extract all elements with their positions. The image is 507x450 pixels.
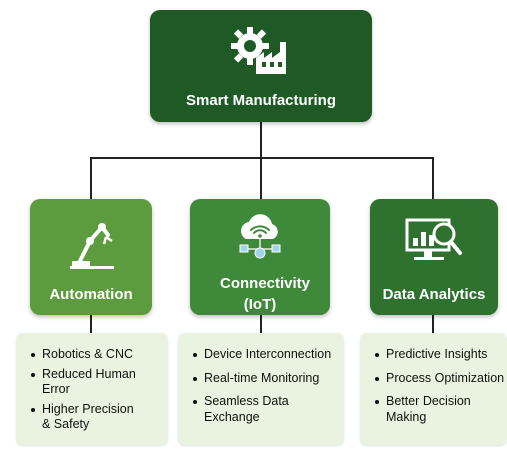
root-node: Smart Manufacturing	[150, 10, 372, 122]
list-item: Seamless Data Exchange	[193, 394, 304, 425]
root-title: Smart Manufacturing	[185, 92, 336, 109]
connectivity-title: Connectivity (IoT)	[190, 273, 330, 315]
connector-connectivity-list	[260, 315, 262, 333]
list-item: Reduced Human Error	[31, 367, 142, 398]
connector-automation-list	[90, 315, 92, 333]
connectivity-title-text: Connectivity (IoT)	[220, 275, 311, 313]
connector-automation	[90, 157, 92, 199]
analytics-card: Data Analytics	[370, 199, 498, 315]
connector-analytics-list	[432, 315, 434, 333]
list-item: Device Interconnection	[193, 347, 344, 363]
list-item: Real-time Monitoring	[193, 371, 344, 387]
automation-list: Robotics & CNC Reduced Human Error Highe…	[16, 333, 168, 445]
connector-root-down	[260, 122, 262, 158]
list-item: Better Decision Making	[375, 394, 482, 425]
connector-analytics	[432, 157, 434, 199]
list-item: Predictive Insights	[375, 347, 507, 363]
connectivity-card: Connectivity (IoT)	[190, 199, 330, 315]
list-item: Process Optimization	[375, 371, 507, 387]
list-item: Robotics & CNC	[31, 347, 168, 363]
gear-factory-icon	[231, 27, 286, 74]
connector-connectivity	[260, 157, 262, 199]
analytics-title: Data Analytics	[382, 286, 486, 303]
list-item: Higher Precision & Safety	[31, 402, 142, 433]
connectivity-list: Device Interconnection Real-time Monitor…	[178, 333, 344, 445]
automation-card: Automation	[30, 199, 152, 315]
robotic-arm-icon	[70, 223, 114, 269]
monitor-magnifier-chart-icon	[405, 218, 462, 260]
automation-title: Automation	[49, 286, 133, 303]
analytics-list: Predictive Insights Process Optimization…	[360, 333, 507, 445]
cloud-wifi-network-icon	[239, 214, 281, 259]
